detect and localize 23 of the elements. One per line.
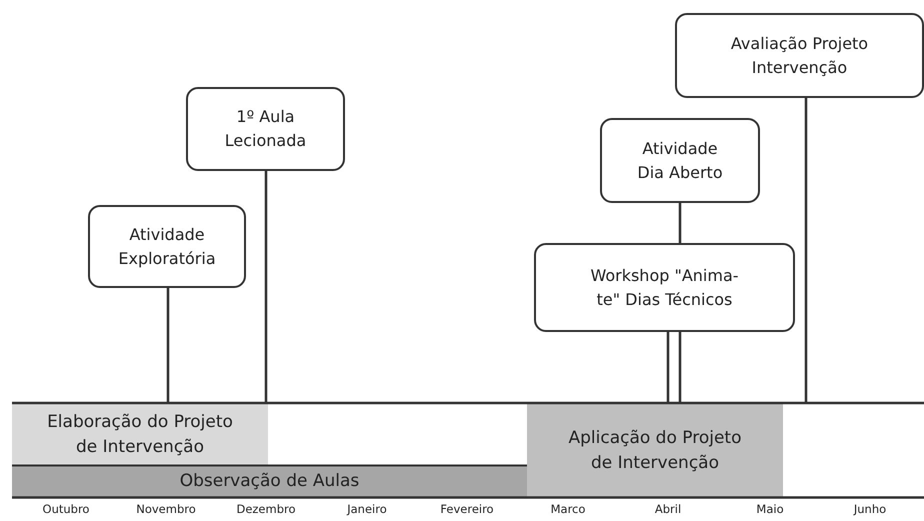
month-label: Janeiro — [347, 502, 387, 516]
event-box: Workshop "Anima-te" Dias Técnicos — [534, 243, 795, 332]
month-label: Dezembro — [236, 502, 296, 516]
leader-line — [804, 98, 808, 403]
month-label: Abril — [654, 502, 682, 516]
phase-bar: Observação de Aulas — [12, 466, 527, 497]
phase-bar: Aplicação do Projeto de Intervenção — [527, 404, 783, 497]
leader-line — [166, 288, 170, 403]
month-label: Marco — [550, 502, 586, 516]
event-box: 1º Aula Lecionada — [186, 87, 345, 171]
month-label: Novembro — [136, 502, 196, 516]
event-box: Atividade Exploratória — [88, 205, 246, 288]
leader-line — [678, 332, 682, 403]
month-label: Fevereiro — [440, 502, 494, 516]
leader-line — [666, 332, 670, 403]
event-box: Avaliação Projeto Intervenção — [675, 13, 924, 98]
leader-line — [678, 203, 682, 243]
phase-bar: Elaboração do Projeto de Intervenção — [12, 404, 268, 465]
month-label: Outubro — [42, 502, 90, 516]
event-box: Atividade Dia Aberto — [600, 118, 760, 203]
month-label: Maio — [756, 502, 784, 516]
month-label: Junho — [854, 502, 886, 516]
leader-line — [264, 171, 268, 403]
